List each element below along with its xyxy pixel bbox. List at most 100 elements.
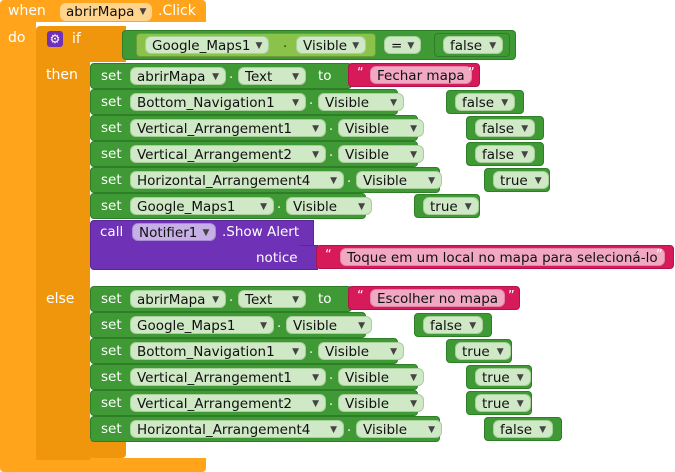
call-label: call (100, 224, 124, 240)
to-label: to (436, 120, 450, 136)
set-component-dropdown[interactable]: Vertical_Arrangement1▼ (130, 368, 326, 386)
bool-value-dropdown[interactable]: false▼ (475, 145, 536, 163)
chevron-down-icon: ▼ (312, 150, 319, 160)
then-label: then (46, 67, 78, 83)
dot-separator: . (229, 67, 234, 82)
notice-text-value[interactable]: Toque em um local no mapa para selecioná… (340, 248, 665, 266)
set-property-dropdown[interactable]: Visible▼ (338, 145, 424, 163)
set-component-dropdown[interactable]: abrirMapa▼ (130, 290, 226, 308)
set-label: set (101, 198, 122, 214)
set-label: set (101, 343, 122, 359)
dot-separator: . (347, 171, 352, 186)
set-property-dropdown[interactable]: Text▼ (238, 290, 306, 308)
chevron-down-icon: ▼ (428, 176, 435, 186)
set-label: set (101, 395, 122, 411)
set-property-dropdown[interactable]: Visible▼ (356, 171, 442, 189)
set-property-dropdown[interactable]: Visible▼ (338, 119, 424, 137)
bool-value-dropdown[interactable]: false▼ (423, 316, 484, 334)
chevron-down-icon: ▼ (358, 202, 365, 212)
chevron-down-icon: ▼ (292, 72, 299, 82)
call-component-dropdown[interactable]: Notifier1▼ (132, 223, 217, 241)
set-label: set (101, 146, 122, 162)
set-property-dropdown[interactable]: Text▼ (238, 67, 306, 85)
chevron-down-icon: ▼ (255, 41, 263, 51)
set-component-dropdown[interactable]: Bottom_Navigation1▼ (130, 342, 306, 360)
chevron-down-icon: ▼ (330, 425, 337, 435)
dot-separator: . (277, 316, 282, 331)
text-value[interactable]: Fechar mapa (370, 66, 472, 84)
condition-component-dropdown[interactable]: Google_Maps1▼ (145, 36, 270, 54)
bool-value-dropdown[interactable]: true▼ (493, 171, 549, 189)
set-component-dropdown[interactable]: Vertical_Arrangement1▼ (130, 119, 326, 137)
set-label: set (101, 120, 122, 136)
chevron-down-icon: ▼ (292, 347, 299, 357)
set-label: set (101, 94, 122, 110)
bool-value-dropdown[interactable]: false▼ (493, 420, 554, 438)
else-label: else (46, 291, 75, 307)
bool-value-dropdown[interactable]: false▼ (475, 119, 536, 137)
set-component-dropdown[interactable]: Vertical_Arrangement2▼ (130, 145, 326, 163)
set-component-dropdown[interactable]: Bottom_Navigation1▼ (130, 93, 306, 111)
set-component-dropdown[interactable]: Horizontal_Arrangement4▼ (130, 171, 344, 189)
close-quote: ” (656, 248, 663, 263)
set-component-dropdown[interactable]: Google_Maps1▼ (130, 316, 274, 334)
chevron-down-icon: ▼ (516, 373, 524, 383)
if-block-spine (36, 62, 90, 460)
set-property-dropdown[interactable]: Visible▼ (318, 342, 404, 360)
chevron-down-icon: ▼ (260, 202, 267, 212)
chevron-down-icon: ▼ (312, 124, 319, 134)
condition-property-dropdown[interactable]: Visible▼ (296, 36, 367, 54)
set-component-dropdown[interactable]: Horizontal_Arrangement4▼ (130, 420, 344, 438)
to-label: to (436, 369, 450, 385)
set-label: set (101, 421, 122, 437)
to-label: to (454, 172, 468, 188)
chevron-down-icon: ▼ (260, 321, 267, 331)
bool-value-dropdown[interactable]: true▼ (455, 342, 511, 360)
set-property-dropdown[interactable]: Visible▼ (356, 420, 442, 438)
call-notifier-socket (300, 245, 318, 270)
dot-separator: . (329, 119, 334, 134)
if-block-footer (36, 440, 126, 458)
chevron-down-icon: ▼ (410, 399, 417, 409)
dot-separator: . (309, 342, 314, 357)
set-property-dropdown[interactable]: Visible▼ (286, 197, 372, 215)
dot-separator: . (329, 145, 334, 160)
chevron-down-icon: ▼ (410, 150, 417, 160)
chevron-down-icon: ▼ (312, 399, 319, 409)
condition-value-dropdown[interactable]: false▼ (443, 36, 504, 54)
event-block-footer (0, 458, 206, 472)
chevron-down-icon: ▼ (410, 373, 417, 383)
set-property-dropdown[interactable]: Visible▼ (318, 93, 404, 111)
operator-dropdown[interactable]: =▼ (384, 36, 422, 54)
do-label: do (8, 30, 26, 46)
chevron-down-icon: ▼ (407, 41, 415, 51)
gear-icon[interactable]: ⚙ (47, 31, 63, 47)
dot-separator: . (277, 197, 282, 212)
to-label: to (318, 68, 332, 84)
bool-value-dropdown[interactable]: true▼ (423, 197, 479, 215)
set-component-dropdown[interactable]: Google_Maps1▼ (130, 197, 274, 215)
set-label: set (101, 172, 122, 188)
to-label: to (454, 421, 468, 437)
set-property-dropdown[interactable]: Visible▼ (338, 368, 424, 386)
bool-value-dropdown[interactable]: false▼ (455, 93, 516, 111)
to-label: to (384, 198, 398, 214)
chevron-down-icon: ▼ (292, 98, 299, 108)
set-component-dropdown[interactable]: Vertical_Arrangement2▼ (130, 394, 326, 412)
text-value[interactable]: Escolher no mapa (370, 289, 506, 307)
set-component-dropdown[interactable]: abrirMapa▼ (130, 67, 226, 85)
set-property-dropdown[interactable]: Visible▼ (286, 316, 372, 334)
bool-value-dropdown[interactable]: true▼ (475, 368, 531, 386)
set-property-dropdown[interactable]: Visible▼ (338, 394, 424, 412)
dot-separator: . (229, 290, 234, 305)
chevron-down-icon: ▼ (312, 373, 319, 383)
notice-param-label: notice (256, 250, 298, 266)
to-label: to (436, 146, 450, 162)
chevron-down-icon: ▼ (358, 321, 365, 331)
bool-value-dropdown[interactable]: true▼ (475, 394, 531, 412)
close-quote: ” (508, 289, 515, 304)
event-component-dropdown[interactable]: abrirMapa▼ (60, 3, 153, 21)
chevron-down-icon: ▼ (390, 98, 397, 108)
chevron-down-icon: ▼ (469, 321, 477, 331)
open-quote: “ (357, 289, 364, 304)
